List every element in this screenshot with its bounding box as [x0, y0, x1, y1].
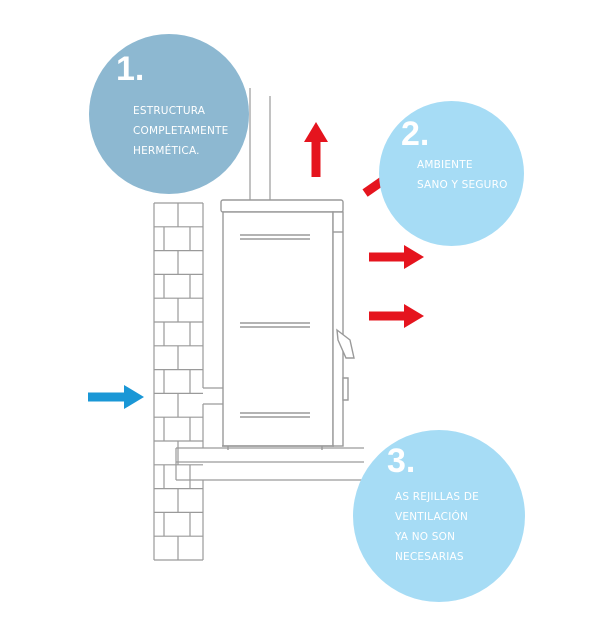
bubble-text-line: VENTILACIÓN — [395, 511, 469, 523]
floor-slab — [175, 447, 364, 560]
bubble-text-line: AS REJILLAS DE — [395, 491, 479, 503]
bubble-text: AS REJILLAS DE VENTILACIÓN YA NO SON NEC… — [395, 487, 479, 567]
arrow-right-icon — [369, 245, 424, 269]
air-intake-duct — [203, 387, 223, 405]
bubble-text-line: HERMÉTICA. — [133, 145, 200, 157]
bubble-text-line: COMPLETAMENTE — [133, 125, 229, 137]
bubble-text-line: ESTRUCTURA — [133, 105, 206, 117]
arrow-up-icon — [304, 122, 328, 177]
bubble-text: AMBIENTE SANO Y SEGURO — [417, 155, 508, 195]
bubble-text-line: NECESARIAS — [395, 551, 464, 563]
flue-pipe — [249, 88, 271, 200]
bubble-number: 1. — [116, 50, 145, 88]
info-bubble-3: 3. AS REJILLAS DE VENTILACIÓN YA NO SON … — [353, 430, 525, 602]
bubble-text: ESTRUCTURA COMPLETAMENTE HERMÉTICA. — [133, 101, 228, 161]
bubble-number: 3. — [387, 442, 416, 480]
arrow-right-icon — [88, 385, 144, 409]
bubble-number: 2. — [401, 115, 430, 153]
arrow-right-icon — [369, 304, 424, 328]
info-bubble-2: 2. AMBIENTE SANO Y SEGURO — [379, 101, 524, 246]
bubble-text-line: SANO Y SEGURO — [417, 179, 508, 191]
info-bubble-1: 1. ESTRUCTURA COMPLETAMENTE HERMÉTICA. — [89, 34, 249, 194]
brick-wall — [153, 202, 204, 561]
stove — [220, 199, 355, 450]
bubble-text-line: AMBIENTE — [417, 159, 473, 171]
bubble-text-line: YA NO SON — [395, 531, 456, 543]
